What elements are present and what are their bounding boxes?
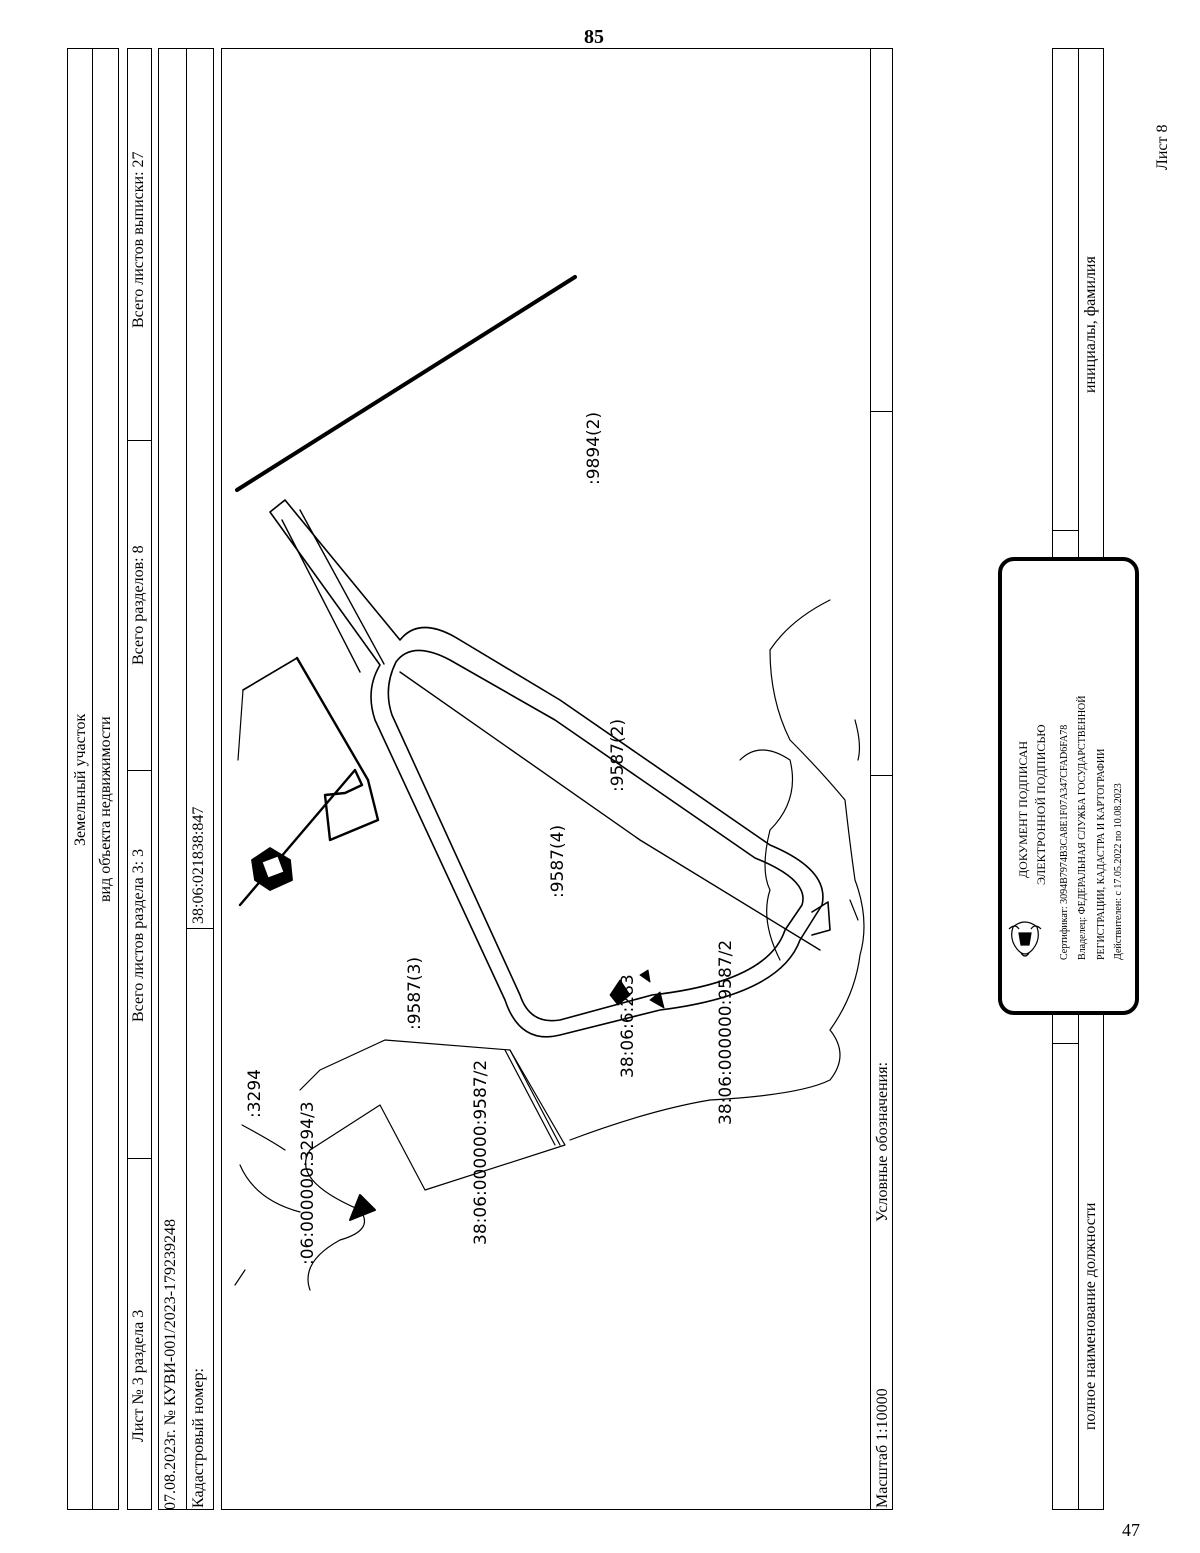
road-outer (269, 499, 824, 1038)
parcel-line-3 (305, 1149, 365, 1291)
map-label-9587-4: :9587(4) (548, 824, 568, 898)
bottom-page-number: 47 (1122, 1520, 1140, 1540)
road-cross (399, 671, 821, 951)
stamp-certificate: Сертификат: 3094B7974B3CA8E1F07A347CFAD6… (1059, 724, 1070, 960)
road-inner (387, 649, 804, 1022)
stamp-owner2: РЕГИСТРАЦИИ, КАДАСТРА И КАРТОГРАФИИ (1096, 748, 1107, 960)
contour-line-2 (739, 749, 794, 961)
parcel-boundary-left (238, 656, 380, 907)
map-label-9587-2: :9587(2) (608, 718, 628, 792)
map-frame (221, 48, 893, 1510)
parcel-line-1 (299, 1039, 566, 1191)
map-label-9587-2b: 38:06:000000:9587/2 (716, 939, 736, 1125)
stamp-owner1: Владелец: ФЕДЕРАЛЬНАЯ СЛУЖБА ГОСУДАРСТВЕ… (1077, 695, 1088, 961)
sheets-box (127, 48, 152, 1510)
map-label-283: 38:06:6:283 (618, 974, 638, 1078)
stamp-line2: ЭЛЕКТРОННОЙ ПОДПИСЬЮ (1034, 724, 1048, 885)
map-label-3294-3: :06:000000:3294/3 (298, 1101, 318, 1265)
map-label-3294: :3294 (245, 1069, 265, 1118)
stamp-valid: Действителен: с 17.05.2022 по 10.08.2023 (1113, 783, 1124, 960)
contour-line-1 (569, 599, 865, 1141)
stamp-line1: ДОКУМЕНТ ПОДПИСАН (1016, 740, 1030, 878)
emblem-icon (1008, 921, 1042, 957)
position-caption: полное наименование должности (1082, 1202, 1099, 1430)
name-caption: инициалы, фамилия (1082, 256, 1099, 393)
road-spur (811, 901, 831, 936)
map-label-9587-2a: 38:06:000000:9587/2 (471, 1059, 491, 1245)
thick-boundary-line (235, 275, 577, 492)
parcel-line-2 (504, 1049, 556, 1146)
road-diag-b (299, 509, 385, 665)
map-label-9587-3: :9587(3) (405, 956, 425, 1030)
road-diag-a (281, 519, 361, 673)
map-label-9894: :9894(2) (584, 411, 604, 485)
top-page-number: 85 (584, 26, 604, 48)
object-type-box (67, 48, 119, 1510)
